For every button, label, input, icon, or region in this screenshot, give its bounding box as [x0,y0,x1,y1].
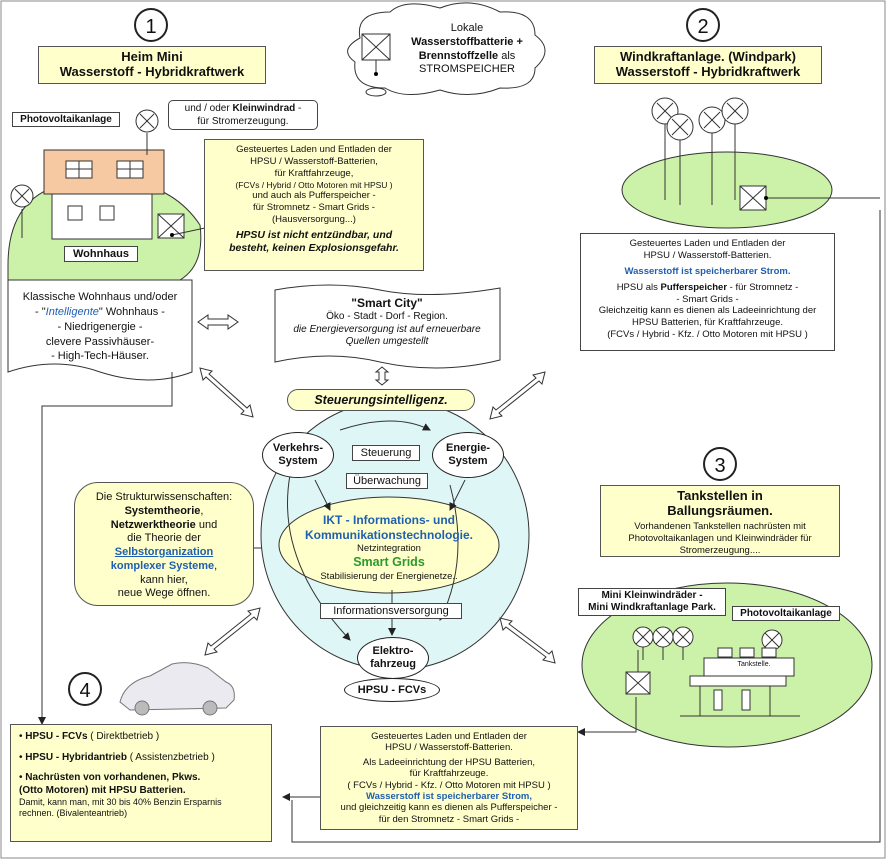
wohnhaus-label: Wohnhaus [64,246,138,262]
number-1: 1 [134,8,168,42]
steuerung-label: Steuerung [352,445,420,461]
kleinwindrad-note: und / oder Kleinwindrad - für Stromerzeu… [168,100,318,130]
cloud-text: Lokale Wasserstoffbatterie + Brennstoffz… [411,22,523,76]
fahrzeug-options-box: • HPSU - FCVs ( Direktbetrieb ) • HPSU -… [10,724,272,842]
house-windmill [10,109,159,238]
windkraftanlage-title: Windkraftanlage. (Windpark)Wasserstoff -… [594,46,822,84]
energie-system: Energie- System [432,432,504,478]
house-windows [67,205,115,221]
number-3: 3 [703,447,737,481]
ueberwachung-label: Überwachung [346,473,428,489]
number-2: 2 [686,8,720,42]
steuerungsintelligenz: Steuerungsintelligenz. [287,389,475,411]
photovoltaik-label-2: Photovoltaikanlage [732,606,840,621]
cloud-storage [347,2,546,95]
smart-city-text: "Smart City" Öko - Stadt - Dorf - Region… [293,296,481,347]
wohnhaus-text-box [7,279,193,381]
number-4: 4 [68,672,102,706]
ikt-text: IKT - Informations- und Kommunikationste… [304,513,473,582]
double-arrows [197,314,556,664]
mini-windrad-label: Mini Kleinwindräder -Mini Windkraftanlag… [578,588,726,616]
house-roof [43,149,165,195]
hpsu-fcvs-oval: HPSU - FCVs [344,678,440,702]
ikt-oval [278,496,500,594]
windpark-hill [621,151,833,229]
solar-panels-house [65,160,144,179]
smart-city-box [274,284,501,369]
tank-windmills [632,626,783,660]
tank-station-building [680,647,800,717]
photovoltaik-label: Photovoltaikanlage [12,112,120,127]
car-icon [119,662,235,716]
informationsversorgung-label: Informationsversorgung [320,603,462,619]
wohnhaus-description: Klassische Wohnhaus und/oder - "Intellig… [22,291,178,363]
verkehrs-system: Verkehrs- System [262,432,334,478]
elektrofahrzeug: Elektro- fahrzeug [357,637,429,679]
tankstelle-sign: Tankstelle. [737,661,771,668]
strukturwissenschaften-box: Die Strukturwissenschaften: Systemtheori… [74,482,254,606]
windpark-turbines [651,97,749,205]
